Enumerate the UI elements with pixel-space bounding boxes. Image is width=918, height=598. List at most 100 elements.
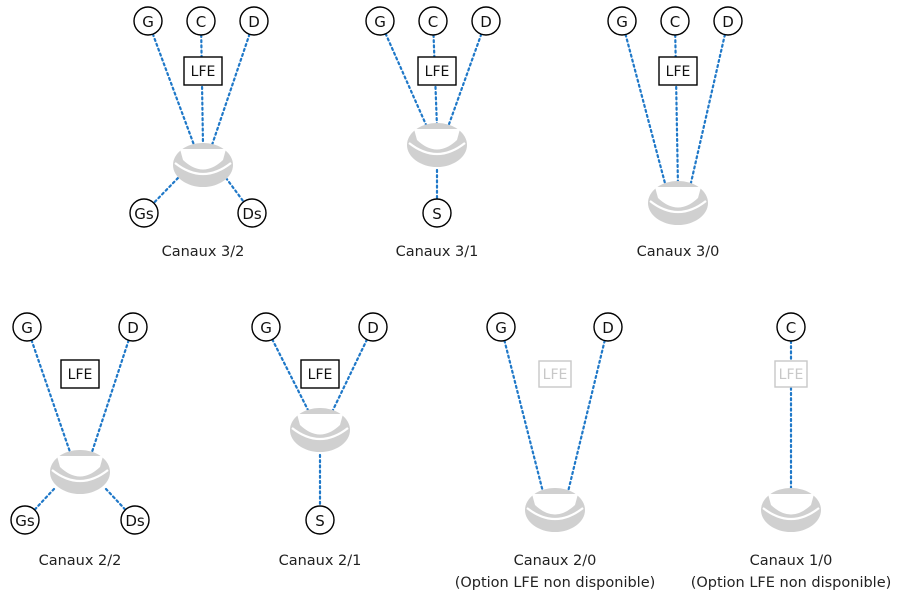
listener-shoulder-line [174,162,232,175]
listener-icon [290,408,350,452]
lfe-box: LFE [183,56,223,86]
lfe-frame [658,56,698,86]
lfe-box: LFE [300,359,340,389]
speaker-g: G [133,6,163,36]
lfe-frame [60,359,100,389]
config-caption: Canaux 1/0 [750,553,833,569]
listener-shoulder-line [291,427,349,440]
speaker-g: G [12,312,42,342]
listener-icon [648,181,708,225]
listener-face [414,129,460,150]
speaker-c: C [660,6,690,36]
front-cable [565,339,606,498]
listener-face [180,149,226,170]
front-cable [446,33,483,129]
speaker-circle [10,505,40,535]
speaker-label: C [670,13,680,31]
speaker-circle [118,312,148,342]
front-cable [200,33,205,147]
speaker-label: G [142,13,154,31]
lfe-label: LFE [68,367,93,383]
lfe-box-disabled: LFE [538,360,572,388]
rear-cable [152,176,180,205]
listener-icon [173,143,233,187]
speaker-label: D [248,13,260,31]
front-cable [624,33,668,189]
speaker-label: D [367,319,379,337]
speaker-label: G [374,13,386,31]
lfe-label: LFE [191,64,216,80]
speaker-label: D [602,319,614,337]
speaker-circle [776,312,806,342]
speaker-label: G [260,319,272,337]
speaker-circle [607,6,637,36]
speaker-circle [186,6,216,36]
speaker-g: G [607,6,637,36]
speaker-label: D [480,13,492,31]
listener-icon [407,123,467,167]
config-caption-note: (Option LFE non disponible) [455,575,656,591]
speaker-d: D [358,312,388,342]
speaker-label: C [786,319,796,337]
front-cable [151,33,196,147]
listener-shoulder-line [526,507,584,520]
speaker-d: D [118,312,148,342]
speaker-ds: Ds [237,198,267,228]
lfe-label: LFE [779,367,804,383]
speaker-label: C [428,13,438,31]
speaker-s: S [422,198,452,228]
speaker-label: Ds [125,512,145,530]
lfe-frame [183,56,223,86]
speaker-circle [120,505,150,535]
listener-shoulder-line [408,142,466,155]
speaker-gs: Gs [10,505,40,535]
listener-icon [761,488,821,532]
lfe-label: LFE [425,64,450,80]
speaker-label: D [722,13,734,31]
speaker-label: Gs [15,512,35,530]
front-cable [384,32,429,129]
rear-cable [33,487,56,511]
config-caption: Canaux 2/0 [514,553,597,569]
speaker-circle [251,312,281,342]
front-cable [210,33,251,147]
speaker-circle [239,6,269,36]
speaker-d: D [713,6,743,36]
speaker-ds: Ds [120,505,150,535]
speaker-d: D [471,6,501,36]
rear-cable [224,176,245,203]
speaker-gs: Gs [129,198,159,228]
lfe-box-disabled: LFE [774,360,808,388]
lfe-box: LFE [658,56,698,86]
listener-face [655,187,701,208]
lfe-box: LFE [60,359,100,389]
listener-icon [525,488,585,532]
speaker-label: G [21,319,33,337]
lfe-label: LFE [666,64,691,80]
speaker-circle [422,198,452,228]
config-caption: Canaux 3/2 [162,244,245,260]
listener-face [532,494,578,515]
speaker-c: C [776,312,806,342]
speaker-label: S [315,512,325,530]
speaker-circle [593,312,623,342]
speaker-circle [418,6,448,36]
listener-face [297,414,343,435]
speaker-c: C [418,6,448,36]
listener-shoulder-line [51,469,109,482]
front-cable [271,338,311,414]
speaker-circle [471,6,501,36]
config-caption: Canaux 2/1 [279,553,362,569]
config-2-1: LFE G D S Canaux 2/1 [251,312,388,569]
speaker-label: D [127,319,139,337]
front-cable [90,339,130,454]
speaker-label: Gs [134,205,154,223]
front-cable [688,33,726,189]
lfe-frame [774,360,808,388]
